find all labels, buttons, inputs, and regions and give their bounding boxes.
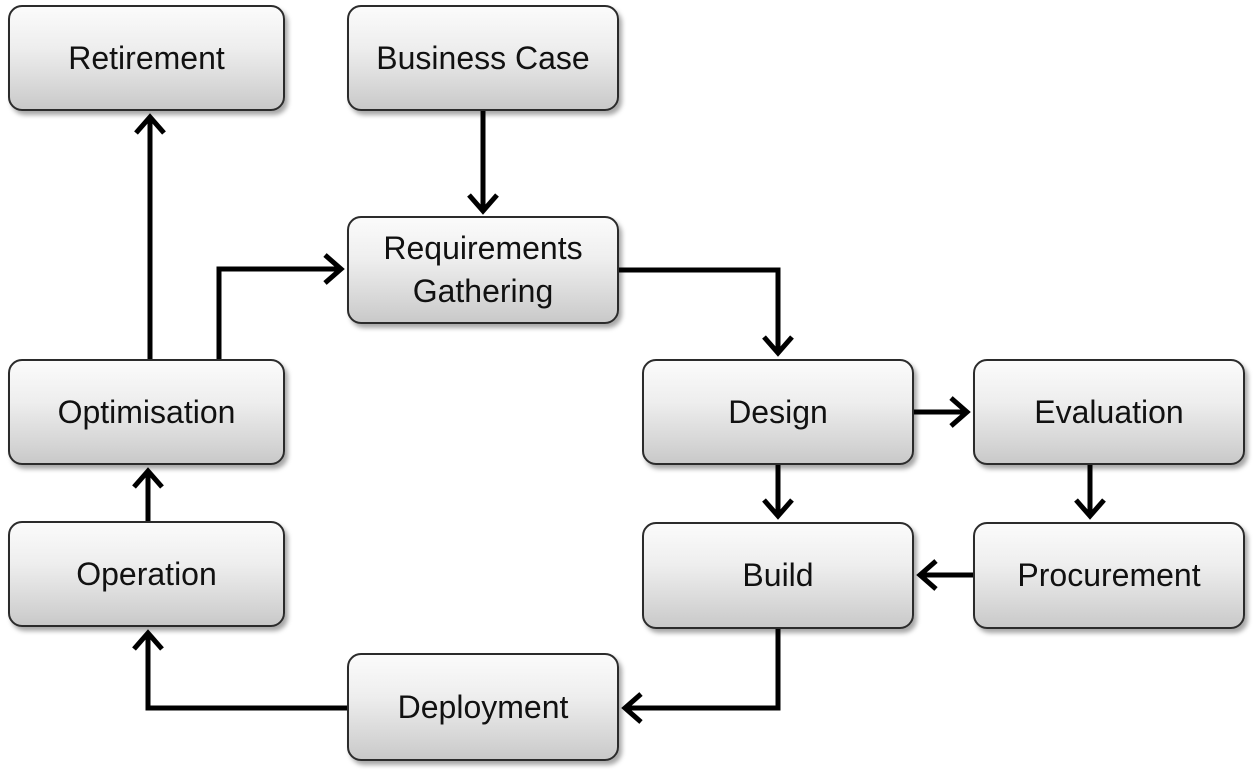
node-build-label: Build [742, 557, 814, 593]
node-procurement-label: Procurement [1017, 557, 1201, 593]
node-business-case-label: Business Case [376, 39, 590, 76]
arrowhead-build-to-deployment [621, 692, 643, 724]
node-operation: Operation [8, 521, 285, 627]
arrowhead-procurement-to-build [916, 559, 938, 591]
arrowhead-design-to-evaluation [949, 396, 971, 428]
node-requirements-gathering: Requirements Gathering [347, 216, 619, 324]
node-design: Design [642, 359, 914, 465]
node-business-case: Business Case [347, 5, 619, 111]
node-evaluation: Evaluation [973, 359, 1245, 465]
arrowhead-requirements-to-design [762, 335, 794, 357]
node-build: Build [642, 522, 914, 629]
node-deployment-label: Deployment [397, 688, 569, 725]
node-design-label: Design [728, 393, 828, 430]
arrowhead-evaluation-to-procurement [1074, 498, 1106, 520]
node-retirement: Retirement [8, 5, 285, 111]
arrowhead-deployment-to-operation [132, 629, 164, 651]
edge-build-to-deployment [625, 629, 781, 711]
arrowhead-operation-to-optimisation [132, 467, 164, 489]
edge-requirements-to-design [619, 267, 781, 353]
edge-deployment-to-operation [145, 633, 347, 711]
node-procurement: Procurement [973, 522, 1245, 629]
node-retirement-label: Retirement [68, 39, 225, 76]
arrowhead-optimisation-to-requirements [323, 253, 345, 285]
node-operation-label: Operation [76, 555, 217, 592]
node-optimisation-label: Optimisation [57, 393, 236, 430]
node-evaluation-label: Evaluation [1034, 393, 1184, 430]
arrowhead-design-to-build [762, 498, 794, 520]
node-requirements-gathering-label: Requirements Gathering [383, 230, 583, 309]
node-optimisation: Optimisation [8, 359, 285, 465]
arrowhead-business-case-to-requirements [467, 193, 499, 215]
arrowhead-optimisation-to-retirement [134, 113, 166, 135]
edge-optimisation-to-requirements [216, 266, 341, 359]
node-deployment: Deployment [347, 653, 619, 761]
